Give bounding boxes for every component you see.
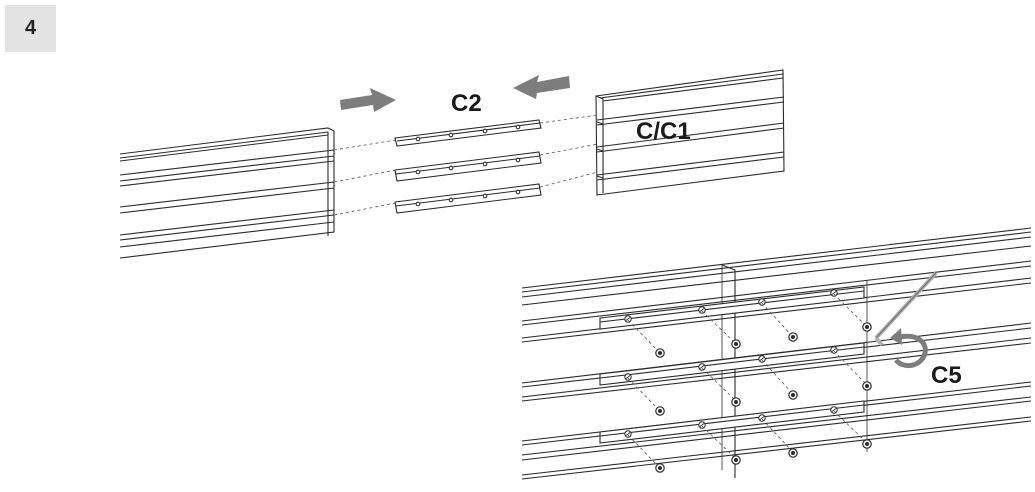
left-rail-section (119, 127, 335, 259)
hex-key-tool (874, 271, 938, 368)
connector-plates (394, 119, 542, 214)
detail-connector-plates (599, 286, 865, 444)
connector-label: C2 (451, 90, 482, 117)
arrow-right-icon (340, 88, 396, 112)
connector-plate (394, 151, 542, 182)
right-rail-section (595, 69, 785, 196)
rotation-arrow-icon (894, 333, 928, 368)
step-badge: 4 (5, 5, 56, 52)
arrow-left-icon (513, 75, 570, 99)
alignment-guides (333, 114, 599, 216)
connector-plate (394, 183, 542, 214)
connector-plate (394, 119, 542, 147)
rail-label: C/C1 (636, 118, 691, 145)
step-number: 4 (24, 17, 37, 39)
screw-guides (627, 293, 867, 468)
screw-label: C5 (931, 362, 962, 389)
